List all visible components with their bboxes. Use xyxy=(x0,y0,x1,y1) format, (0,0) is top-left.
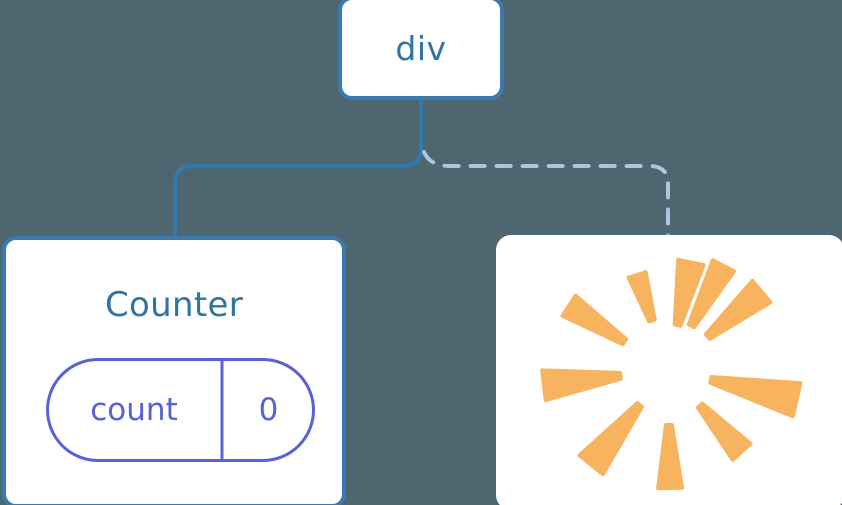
connector-div-to-sparkle xyxy=(422,150,670,238)
ray-w xyxy=(540,368,623,403)
state-pill[interactable]: count 0 xyxy=(46,358,315,462)
ray-ese xyxy=(695,401,753,462)
sparkle-burst-icon xyxy=(540,257,803,491)
ray-nne xyxy=(703,278,773,341)
ray-e xyxy=(708,374,803,419)
node-div-label: div xyxy=(395,28,447,68)
connector-div-to-counter xyxy=(173,98,423,238)
state-pill-key: count xyxy=(90,391,178,428)
node-counter-label: Counter xyxy=(105,285,243,325)
node-counter[interactable]: Counter count 0 xyxy=(2,236,346,505)
ray-s xyxy=(656,422,685,491)
node-sparkle[interactable] xyxy=(496,235,842,505)
node-div[interactable]: div xyxy=(338,0,504,100)
ray-nne2 xyxy=(686,258,736,330)
state-pill-outline xyxy=(46,358,315,462)
state-pill-value: 0 xyxy=(258,391,279,428)
ray-nnw xyxy=(626,270,657,324)
ray-wnw xyxy=(560,293,629,347)
ray-ssw xyxy=(577,401,645,477)
ray-n xyxy=(672,257,706,328)
